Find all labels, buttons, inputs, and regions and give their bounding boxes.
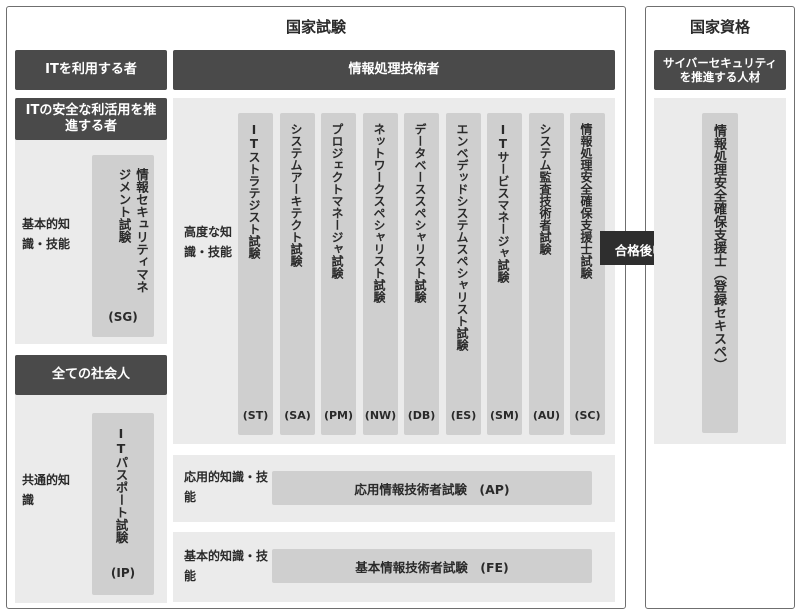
safe-use-header: ITの安全な利活用を推進する者	[15, 98, 167, 140]
advanced-exam-name: ITサービスマネージャ試験	[496, 123, 510, 283]
advanced-exam-bar	[280, 113, 315, 435]
advanced-exam-name: ネットワークスペシャリスト試験	[372, 123, 386, 303]
advanced-exam-name: 情報処理安全確保支援士試験	[579, 123, 593, 279]
cybersecurity-header: サイバーセキュリティを推進する人材	[654, 50, 786, 90]
ap-exam-bar: 応用情報技術者試験 (AP)	[272, 471, 592, 505]
fe-exam-name: 基本情報技術者試験 (FE)	[355, 559, 509, 575]
advanced-exam-name: エンベデッドシステムスペシャリスト試験	[455, 123, 469, 351]
advanced-exam-code: (SA)	[284, 409, 311, 422]
advanced-exam-name: システムアーキテクト試験	[289, 123, 303, 267]
national-exams-title: 国家試験	[285, 18, 346, 36]
it-professionals-header: 情報処理技術者	[173, 50, 615, 90]
basic-knowledge-label-sg: 基本的知識・技能	[22, 217, 71, 252]
advanced-exam-code: (ST)	[242, 409, 269, 422]
ip-exam-name: ITパスポート試験	[113, 426, 129, 544]
advanced-exam-bar	[487, 113, 522, 435]
all-members-header: 全ての社会人	[15, 355, 167, 395]
advanced-exam-bar	[570, 113, 605, 435]
advanced-exam-bar	[321, 113, 356, 435]
ap-exam-name: 応用情報技術者試験 (AP)	[354, 481, 510, 497]
qualification-name: 情報処理安全確保支援士（登録セキスペ）	[711, 124, 726, 371]
sg-exam-code: (SG)	[108, 310, 138, 324]
advanced-exam-name: データベーススペシャリスト試験	[413, 123, 427, 303]
advanced-exam-name: システム監査技術者試験	[538, 123, 552, 255]
ip-exam-code: (IP)	[110, 566, 136, 580]
it-users-header: ITを利用する者	[15, 50, 167, 90]
advanced-exam-bar	[446, 113, 481, 435]
advanced-exam-bar	[529, 113, 564, 435]
applied-knowledge-label: 応用的知識・技能	[184, 470, 269, 505]
advanced-knowledge-label: 高度な知識・技能	[184, 225, 233, 260]
advanced-exam-bar	[404, 113, 439, 435]
advanced-exam-code: (SC)	[574, 409, 601, 422]
advanced-exam-code: (AU)	[532, 409, 561, 422]
advanced-exam-code: (ES)	[450, 409, 477, 422]
advanced-exam-code: (SM)	[490, 409, 519, 422]
advanced-exam-bar	[363, 113, 398, 435]
advanced-exam-name: プロジェクトマネージャ試験	[330, 123, 344, 279]
sg-exam-name: 情報セキュリティマネジメント試験	[116, 168, 150, 293]
qualification-bar	[702, 113, 738, 433]
advanced-exam-code: (PM)	[323, 409, 354, 422]
fe-exam-bar: 基本情報技術者試験 (FE)	[272, 549, 592, 583]
advanced-exam-bar	[238, 113, 273, 435]
sg-exam-bar	[92, 155, 154, 337]
advanced-exam-name: ITストラテジスト試験	[247, 123, 261, 259]
fundamental-knowledge-label: 基本的知識・技能	[184, 549, 269, 584]
ip-exam-bar	[92, 413, 154, 595]
common-knowledge-label: 共通的知識	[22, 473, 71, 508]
national-qualification-title: 国家資格	[689, 18, 750, 36]
advanced-exam-code: (NW)	[364, 409, 397, 422]
advanced-exam-code: (DB)	[407, 409, 436, 422]
